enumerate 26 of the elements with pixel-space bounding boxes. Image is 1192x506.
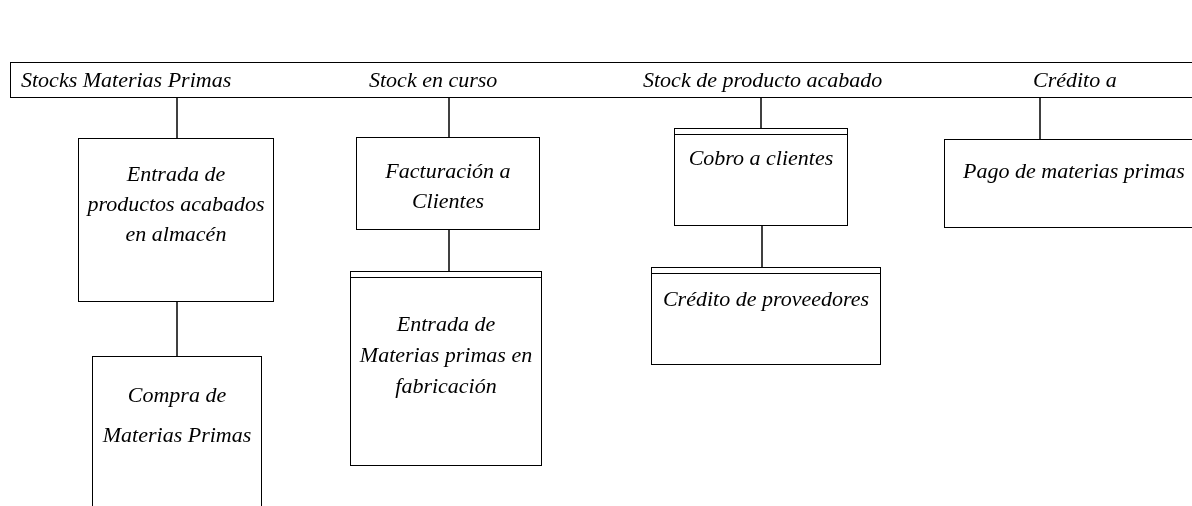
box-label: Facturación a Clientes: [384, 157, 512, 215]
process-box: [356, 137, 540, 230]
process-box: [651, 267, 881, 365]
box-label: Cobro a clientes: [688, 144, 834, 172]
connector-line: [176, 301, 178, 357]
process-box: [674, 128, 848, 226]
process-box: [78, 138, 274, 302]
category-label: Stock de producto acabado: [643, 67, 883, 93]
connector-line: [176, 97, 178, 139]
process-box: [92, 356, 262, 506]
header-band: [10, 62, 1192, 98]
process-box: [350, 271, 542, 466]
category-label: Stock en curso: [369, 67, 498, 93]
connector-line: [448, 97, 450, 138]
process-box: [944, 139, 1192, 228]
connector-line: [761, 225, 763, 268]
box-label: Compra de Materias Primas: [101, 381, 253, 449]
box-label: Crédito de proveedores: [662, 285, 870, 313]
box-label: Entrada de Materias primas en fabricación: [358, 310, 534, 400]
connector-line: [1039, 97, 1041, 140]
category-label: Crédito a: [1033, 67, 1117, 93]
box-label: Pago de materias primas: [963, 157, 1185, 185]
connector-line: [760, 97, 762, 129]
category-label: Stocks Materias Primas: [21, 67, 232, 93]
box-label: Entrada de productos acabados en almacén: [85, 160, 266, 248]
connector-line: [448, 229, 450, 272]
